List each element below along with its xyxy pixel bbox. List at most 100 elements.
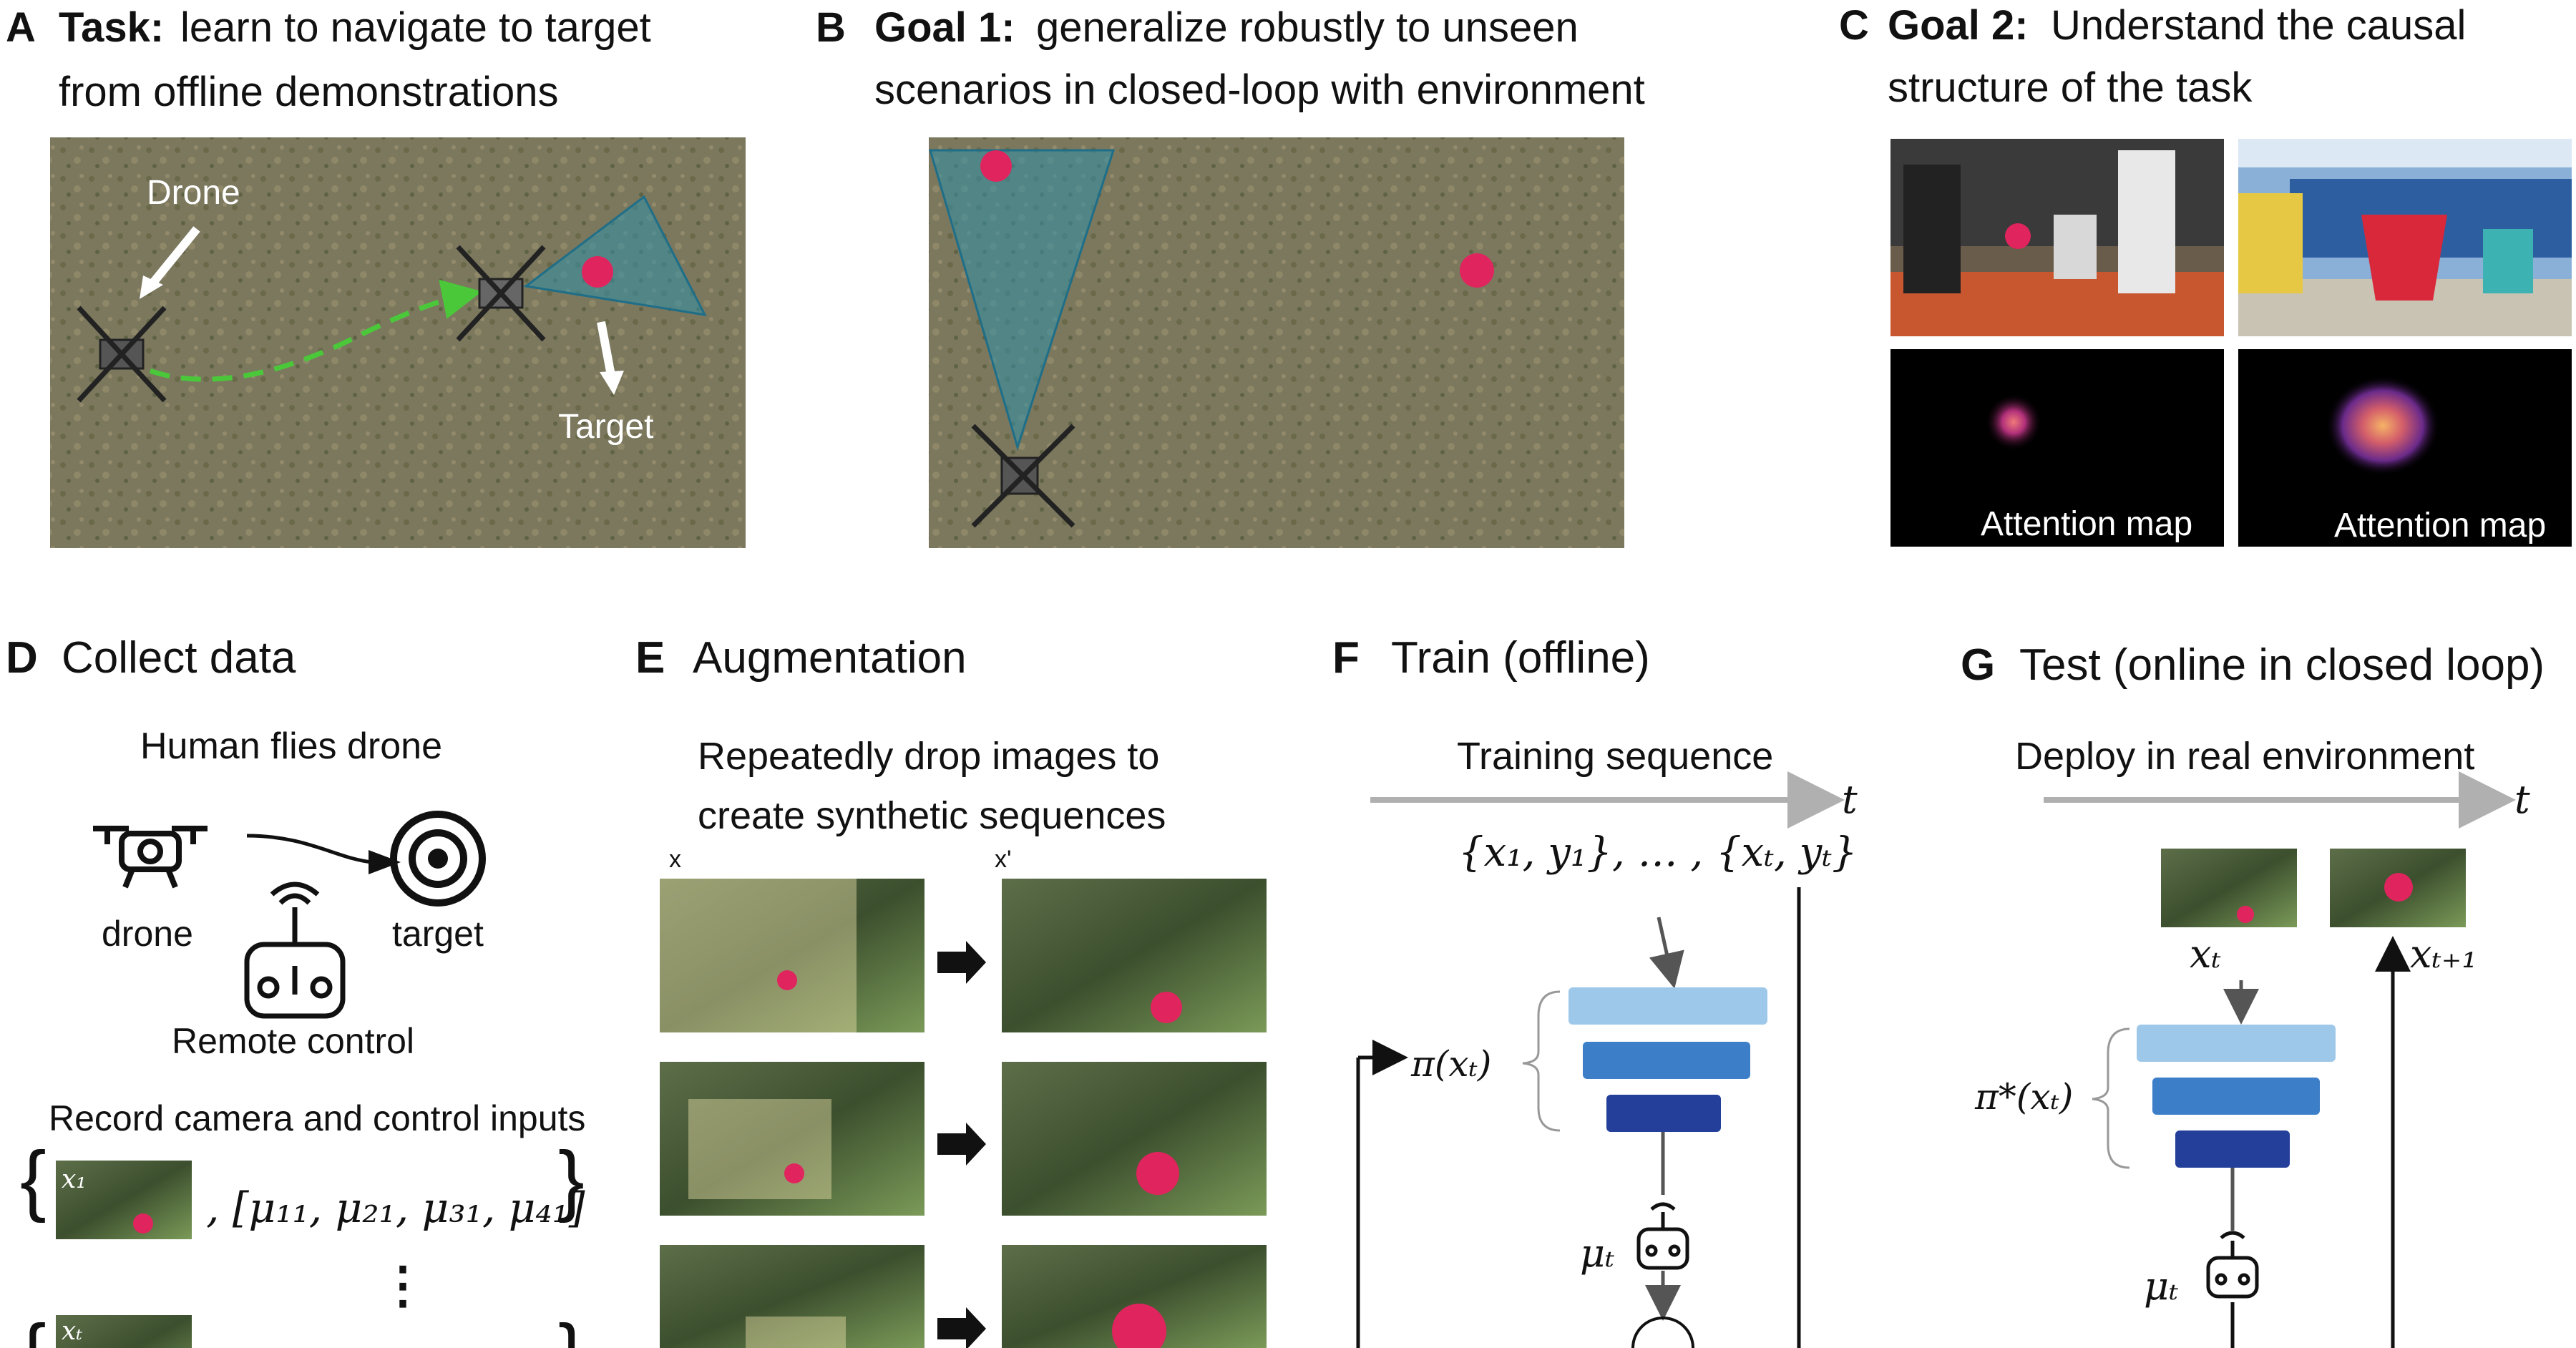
panel-d-drone-label: drone xyxy=(102,914,193,954)
panel-c-bold: Goal 2: xyxy=(1888,2,2029,49)
panel-g-letter: G xyxy=(1961,640,1995,690)
panel-a-line1: learn to navigate to target xyxy=(180,4,651,51)
panel-g-frame-t-target xyxy=(2237,906,2254,923)
panel-e-row3-arrow xyxy=(937,1307,986,1348)
remote-control-icon xyxy=(244,881,346,1019)
panel-c-line2: structure of the task xyxy=(1888,64,2253,111)
panel-g-remote-icon xyxy=(2206,1231,2259,1299)
panel-a-flight-path xyxy=(120,279,482,382)
panel-e-line1: Repeatedly drop images to xyxy=(698,735,1159,778)
panel-a-line2: from offline demonstrations xyxy=(59,69,559,115)
panel-g-layer-1 xyxy=(2137,1025,2336,1062)
panel-d-remote-label: Remote control xyxy=(172,1021,414,1061)
panel-d-frame-1-target xyxy=(133,1213,153,1234)
panel-a-drone-pointer-head xyxy=(140,275,163,299)
panel-g-pi-label: π*(xₜ) xyxy=(1974,1076,2073,1118)
panel-d-brace-open: { xyxy=(20,1135,47,1224)
panel-f-policy-brace xyxy=(1522,990,1561,1132)
panel-c-photo-indoor xyxy=(1890,139,2224,336)
panel-c-photo-outdoor xyxy=(2238,139,2572,336)
panel-d-letter: D xyxy=(6,633,38,683)
panel-e-row3-result-target xyxy=(1112,1304,1166,1348)
panel-e-row1-arrow xyxy=(937,941,986,984)
panel-f-remote-icon xyxy=(1636,1202,1689,1270)
panel-d-control-tuple: , [μ₁₁, μ₂₁, μ₃₁, μ₄₁] xyxy=(206,1183,585,1232)
panel-f-pi-label: π(xₜ) xyxy=(1410,1043,1491,1085)
panel-a-drone-start xyxy=(77,306,167,403)
panel-c-attention-blob-1 xyxy=(1985,394,2042,451)
panel-g-layer-2 xyxy=(2152,1078,2320,1115)
panel-g-deploy-label: Deploy in real environment xyxy=(2015,735,2474,778)
panel-d-frame-t xyxy=(56,1315,192,1348)
panel-d-subtitle: Human flies drone xyxy=(140,726,442,767)
panel-d-flight-arrowhead xyxy=(369,850,401,874)
panel-d-record-label: Record camera and control inputs xyxy=(49,1098,585,1138)
panel-c-attention-blob-2 xyxy=(2326,376,2440,476)
panel-g-t-label: t xyxy=(2514,777,2530,822)
panel-g-layer-3 xyxy=(2175,1130,2290,1168)
panel-c-attention-label-2: Attention map xyxy=(2334,507,2546,544)
panel-g-xt-label: xₜ xyxy=(2190,932,2221,977)
panel-g-frame-t1-target xyxy=(2384,873,2413,902)
panel-c-attention-map-1 xyxy=(1890,349,2224,547)
panel-e-row2-source-target xyxy=(784,1163,804,1183)
panel-e: E Augmentation Repeatedly drop images to… xyxy=(635,633,1267,1348)
panel-e-x-label: x xyxy=(669,846,681,873)
panel-d-brace-open-2: { xyxy=(20,1309,47,1348)
panel-a-drone-label: Drone xyxy=(147,174,240,212)
panel-f-input-arrow xyxy=(1649,917,1684,989)
panel-b-drone xyxy=(971,424,1075,528)
panel-d-ellipsis: ⋮ xyxy=(378,1257,428,1313)
target-icon xyxy=(390,811,486,907)
panel-c: C Goal 2: Understand the causal structur… xyxy=(1839,2,2572,547)
panel-e-xprime-label: x' xyxy=(995,846,1012,873)
panel-e-row1-result-target xyxy=(1151,992,1182,1023)
panel-e-row3-overlay xyxy=(746,1317,846,1348)
panel-f-loss-node xyxy=(1631,1317,1694,1348)
panel-g-title: Test (online in closed loop) xyxy=(2019,640,2545,690)
panel-g-frame-t xyxy=(2161,849,2297,927)
panel-d-xt-label: xₜ xyxy=(62,1317,82,1346)
panel-f-title: Train (offline) xyxy=(1391,633,1650,683)
panel-a-drone-end xyxy=(456,245,546,342)
panel-d-x1-label: x₁ xyxy=(62,1165,87,1194)
panel-d-target-label: target xyxy=(392,914,484,954)
panel-e-row2-arrow xyxy=(937,1123,986,1166)
panel-e-row2-result xyxy=(1002,1062,1267,1216)
panel-f-layer-1 xyxy=(1568,987,1767,1025)
panel-g: G Test (online in closed loop) Deploy in… xyxy=(1961,640,2545,1348)
panel-a-aerial-photo xyxy=(50,137,746,548)
panel-d-title: Collect data xyxy=(62,633,296,683)
panel-b-line2: scenarios in closed-loop with environmen… xyxy=(874,67,1645,113)
panel-a-letter: A xyxy=(6,4,36,51)
panel-d-brace-close: } xyxy=(558,1135,585,1224)
panel-c-letter: C xyxy=(1839,2,1869,49)
panel-b-line1: generalize robustly to unseen xyxy=(1036,4,1579,51)
panel-g-mu-label: μₜ xyxy=(2144,1264,2178,1309)
panel-e-line2: create synthetic sequences xyxy=(698,794,1166,837)
panel-e-row2-source xyxy=(660,1062,924,1216)
panel-b-bold: Goal 1: xyxy=(874,4,1015,51)
panel-a-target-marker xyxy=(582,256,613,288)
panel-b-target-in-view xyxy=(980,150,1012,182)
panel-f-seq-label: Training sequence xyxy=(1457,735,1773,778)
panel-f: F Train (offline) Training sequence t {x… xyxy=(1332,633,1858,1348)
panel-d: D Collect data Human flies drone drone t… xyxy=(6,633,585,1348)
panel-a-bold: Task: xyxy=(59,4,164,51)
panel-f-letter: F xyxy=(1332,633,1360,683)
panel-a: A Task: learn to navigate to target from… xyxy=(6,4,746,548)
panel-e-row2-result-target xyxy=(1136,1152,1179,1195)
panel-e-row2-overlay xyxy=(688,1099,831,1199)
panel-a-target-label: Target xyxy=(558,408,653,446)
panel-e-row1-source-target xyxy=(777,970,797,990)
panel-b: B Goal 1: generalize robustly to unseen … xyxy=(816,4,1645,548)
panel-f-t-label: t xyxy=(1842,777,1858,822)
panel-a-target-pointer-head xyxy=(600,371,624,395)
panel-a-field-of-view xyxy=(523,195,707,316)
panel-e-row1-overlay xyxy=(660,879,857,1032)
panel-g-xt1-label: xₜ₊₁ xyxy=(2410,932,2477,977)
panel-f-layer-3 xyxy=(1606,1095,1721,1132)
panel-b-letter: B xyxy=(816,4,846,51)
panel-d-frame-1 xyxy=(56,1161,192,1239)
